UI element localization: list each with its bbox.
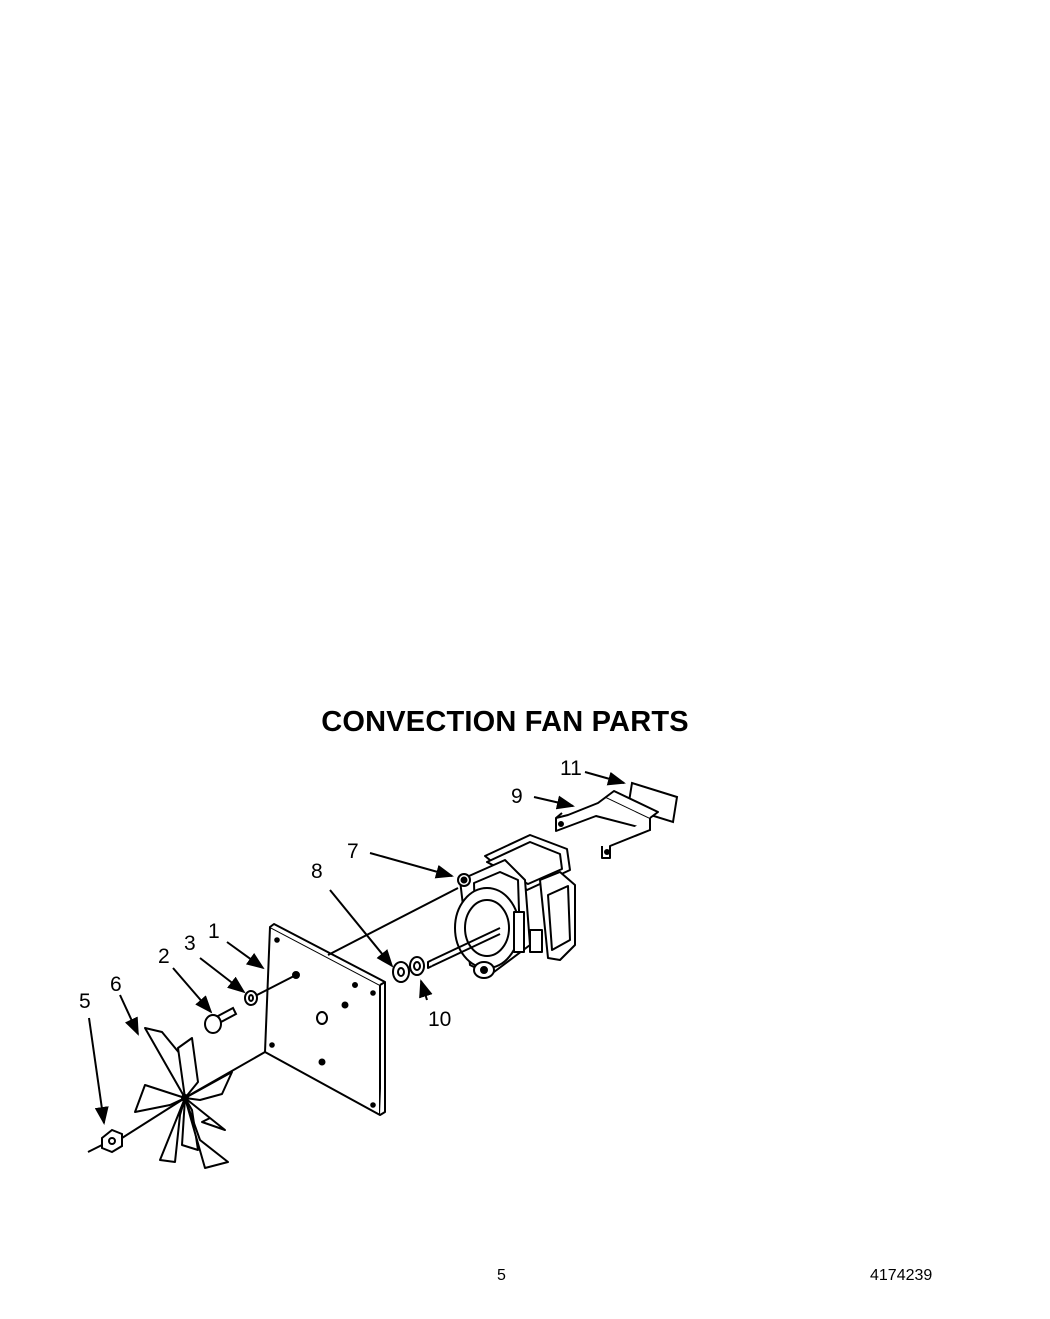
leader-3 bbox=[199, 957, 246, 994]
callout-1: 1 bbox=[208, 920, 220, 943]
callout-7: 7 bbox=[347, 840, 359, 863]
exploded-parts-diagram: 11 9 7 8 1 3 2 6 5 10 bbox=[79, 757, 679, 1169]
leader-8 bbox=[329, 889, 394, 968]
callout-5: 5 bbox=[79, 990, 91, 1013]
callout-10: 10 bbox=[428, 1008, 451, 1031]
mounting-plate-part-1 bbox=[264, 887, 459, 1116]
fan-blade-part-6 bbox=[134, 1027, 266, 1169]
callout-8: 8 bbox=[311, 860, 323, 883]
callout-9: 9 bbox=[511, 785, 523, 808]
leader-9 bbox=[533, 795, 575, 810]
page-number: 5 bbox=[497, 1267, 506, 1284]
screw-part-2 bbox=[204, 1006, 238, 1034]
washer-part-8 bbox=[392, 961, 410, 983]
leader-2 bbox=[172, 967, 213, 1014]
page-title: CONVECTION FAN PARTS bbox=[321, 706, 689, 738]
callout-11: 11 bbox=[560, 757, 582, 780]
leader-1 bbox=[226, 941, 265, 970]
lock-washer-part-3 bbox=[244, 974, 297, 1006]
leader-6 bbox=[119, 994, 139, 1036]
callout-2: 2 bbox=[158, 945, 170, 968]
document-number: 4174239 bbox=[870, 1267, 933, 1284]
leader-5 bbox=[88, 1017, 109, 1125]
callout-3: 3 bbox=[184, 932, 196, 955]
nut-part-5 bbox=[87, 1097, 186, 1154]
leader-11 bbox=[584, 771, 626, 786]
washer-part-10 bbox=[409, 956, 425, 976]
callout-6: 6 bbox=[110, 973, 122, 996]
leader-lines bbox=[88, 771, 626, 1125]
bracket-part-9 bbox=[555, 790, 659, 859]
leader-10 bbox=[419, 979, 433, 1001]
leader-7 bbox=[369, 852, 454, 879]
fan-motor-part-7 bbox=[427, 834, 576, 979]
